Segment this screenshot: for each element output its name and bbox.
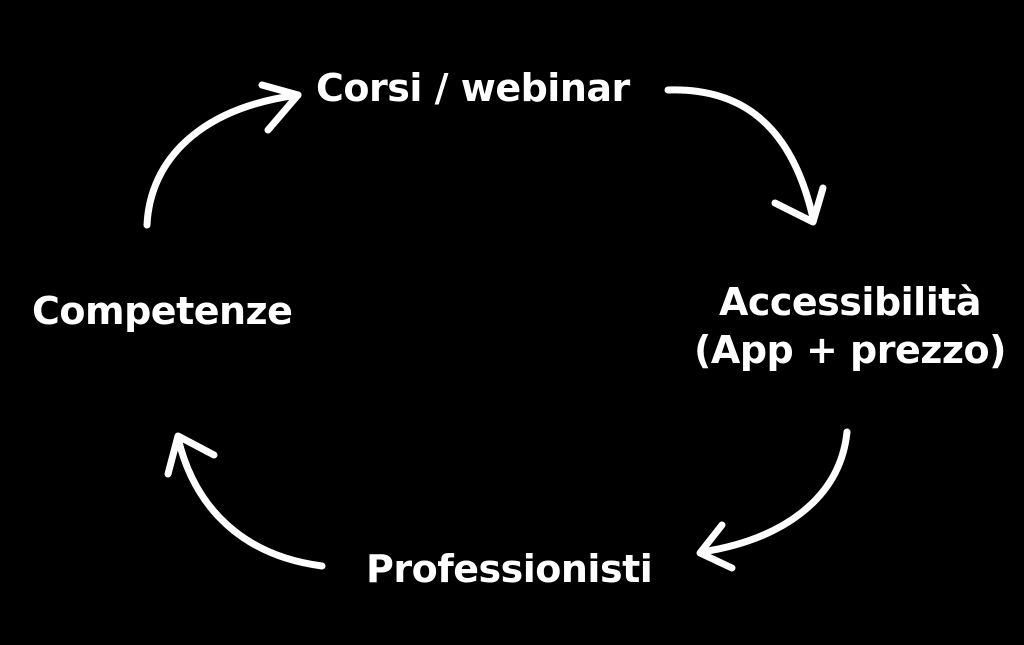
node-competenze: Competenze: [32, 289, 293, 333]
node-accessibilita-line2: (App + prezzo): [694, 328, 1006, 372]
node-accessibilita-line1: Accessibilità: [718, 280, 982, 324]
arrow-professionisti-to-competenze-icon: [164, 432, 326, 570]
node-accessibilita: Accessibilità (App + prezzo): [680, 278, 1020, 374]
arrow-corsi-to-accessibilita-icon: [664, 86, 827, 226]
arrow-competenze-to-corsi-icon: [143, 81, 302, 229]
node-professionisti: Professionisti: [366, 547, 653, 591]
node-corsi-webinar: Corsi / webinar: [316, 66, 630, 110]
arrow-accessibilita-to-professionisti-icon: [696, 428, 851, 572]
